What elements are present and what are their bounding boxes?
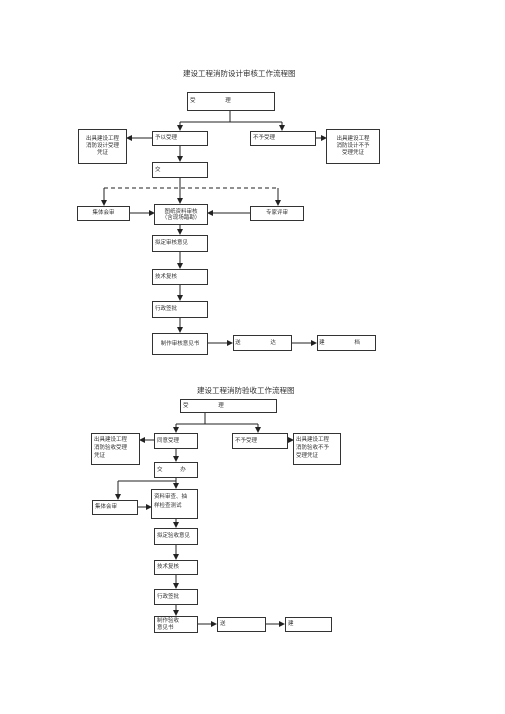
design-send-label: 送 达 xyxy=(235,339,290,346)
design-deliver-box: 交 办 xyxy=(152,162,208,178)
acceptance-tech-review-box: 技术复核 xyxy=(154,560,198,575)
design-deliver-label: 交 办 xyxy=(155,167,175,173)
acceptance-accept-box: 受 理 xyxy=(180,399,277,413)
acceptance-deliver-label: 交 办 xyxy=(157,467,194,473)
design-admin-approval-box: 行政签批 xyxy=(152,301,208,318)
design-tech-review-box: 技术复核 xyxy=(152,269,208,285)
acceptance-flow-title: 建设工程消防验收工作流程图 xyxy=(197,386,295,395)
acceptance-admin-approval-box: 行政签批 xyxy=(154,589,198,605)
acceptance-make-opinion-box: 制作验收 意见书 xyxy=(154,616,198,633)
design-group-review-label: 集体会审 xyxy=(92,210,115,216)
design-archive-box: 建 档 xyxy=(317,335,376,351)
acceptance-issue-accept-box: 出具建设工程 消防验收受理 凭证 xyxy=(91,433,140,465)
design-doc-review-label: 图纸资料审核 （含现场踏勘） xyxy=(161,208,201,221)
design-expert-review-box: 专家评审 xyxy=(250,206,304,221)
acceptance-doc-review-label: 资料审查、抽 样检查测试 xyxy=(154,494,188,509)
design-tech-review-label: 技术复核 xyxy=(155,274,178,280)
acceptance-admin-approval-label: 行政签批 xyxy=(157,594,180,600)
design-send-box: 送 达 xyxy=(233,335,292,351)
acceptance-agree-box: 同意受理 xyxy=(154,433,198,449)
acceptance-tech-review-label: 技术复核 xyxy=(157,564,180,570)
design-accept-label: 受 理 xyxy=(190,98,245,104)
acceptance-draft-opinion-box: 拟定验收意见 xyxy=(154,528,198,545)
design-issue-accept-box: 出具建设工程 消防设计受理 凭证 xyxy=(78,129,127,164)
design-issue-reject-label: 出具建设工程 消防设计不予 受理凭证 xyxy=(336,136,370,156)
design-group-review-box: 集体会审 xyxy=(77,206,130,221)
acceptance-deliver-box: 交 办 xyxy=(154,462,198,478)
acceptance-draft-opinion-label: 拟定验收意见 xyxy=(157,533,191,539)
design-archive-label: 建 档 xyxy=(319,339,374,346)
design-admin-approval-label: 行政签批 xyxy=(155,306,178,312)
acceptance-send-label: 送 达 xyxy=(220,621,240,627)
design-expert-review-label: 专家评审 xyxy=(265,210,288,216)
acceptance-issue-reject-box: 出具建设工程 消防验收不予 受理凭证 xyxy=(293,433,341,465)
design-doc-review-box: 图纸资料审核 （含现场踏勘） xyxy=(154,204,208,225)
acceptance-send-box: 送 达 xyxy=(217,617,266,632)
acceptance-issue-reject-label: 出具建设工程 消防验收不予 受理凭证 xyxy=(296,437,330,459)
design-reject-label: 不予受理 xyxy=(253,135,276,141)
acceptance-doc-review-box: 资料审查、抽 样检查测试 xyxy=(151,489,198,519)
acceptance-agree-label: 同意受理 xyxy=(157,438,180,444)
design-issue-reject-box: 出具建设工程 消防设计不予 受理凭证 xyxy=(326,129,380,164)
design-draft-opinion-label: 拟定审核意见 xyxy=(155,240,189,246)
acceptance-accept-label: 受 理 xyxy=(183,403,238,409)
acceptance-archive-box: 建 档 xyxy=(285,617,332,632)
design-reject-box: 不予受理 xyxy=(250,131,316,146)
design-agree-box: 予以受理 xyxy=(152,131,208,146)
acceptance-group-review-box: 集体会审 xyxy=(92,500,138,515)
acceptance-issue-accept-label: 出具建设工程 消防验收受理 凭证 xyxy=(94,437,128,459)
design-draft-opinion-box: 拟定审核意见 xyxy=(152,235,208,252)
design-flow-title: 建设工程消防设计审核工作流程图 xyxy=(183,69,296,78)
design-make-opinion-box: 制作审核意见书 xyxy=(152,333,208,355)
design-agree-label: 予以受理 xyxy=(155,135,178,141)
acceptance-reject-box: 不予受理 xyxy=(232,433,288,449)
acceptance-make-opinion-label: 制作验收 意见书 xyxy=(157,618,180,631)
design-issue-accept-label: 出具建设工程 消防设计受理 凭证 xyxy=(85,136,119,156)
acceptance-reject-label: 不予受理 xyxy=(235,438,258,444)
design-make-opinion-label: 制作审核意见书 xyxy=(160,340,200,347)
design-accept-box: 受 理 xyxy=(187,92,275,111)
acceptance-group-review-label: 集体会审 xyxy=(95,504,118,510)
acceptance-archive-label: 建 档 xyxy=(288,621,308,627)
